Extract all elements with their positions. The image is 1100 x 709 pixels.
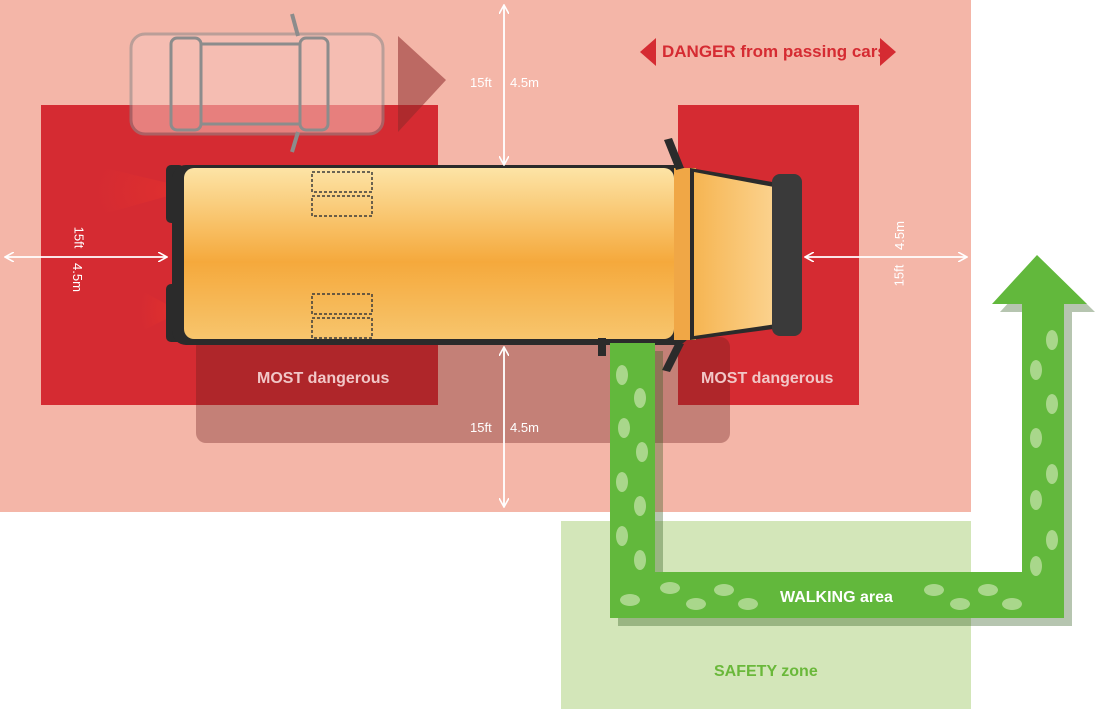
dim-right-imperial: 15ft: [891, 264, 907, 287]
car-icon: [129, 13, 446, 153]
school-bus-icon: [166, 138, 802, 372]
safety-zone-label: SAFETY zone: [714, 663, 818, 680]
dimension-arrows: [6, 6, 966, 506]
dim-bottom-metric: 4.5m: [510, 420, 539, 435]
danger-arrow-right-icon: [880, 38, 896, 66]
dim-left-metric: 4.5m: [69, 263, 85, 292]
danger-arrow-left-icon: [640, 38, 656, 66]
footprint-icon: [616, 330, 1058, 610]
danger-cars-label: DANGER from passing cars: [662, 42, 887, 61]
dim-right-metric: 4.5m: [891, 221, 907, 250]
dim-left-imperial: 15ft: [71, 226, 87, 249]
bus-shadow: [196, 337, 730, 443]
dim-top-imperial: 15ft: [470, 75, 492, 90]
most-dangerous-label-right: MOST dangerous: [701, 370, 834, 387]
dim-bottom-imperial: 15ft: [470, 420, 492, 435]
walking-area-label: WALKING area: [780, 589, 893, 606]
dim-top-metric: 4.5m: [510, 75, 539, 90]
most-dangerous-label-left: MOST dangerous: [257, 370, 390, 387]
